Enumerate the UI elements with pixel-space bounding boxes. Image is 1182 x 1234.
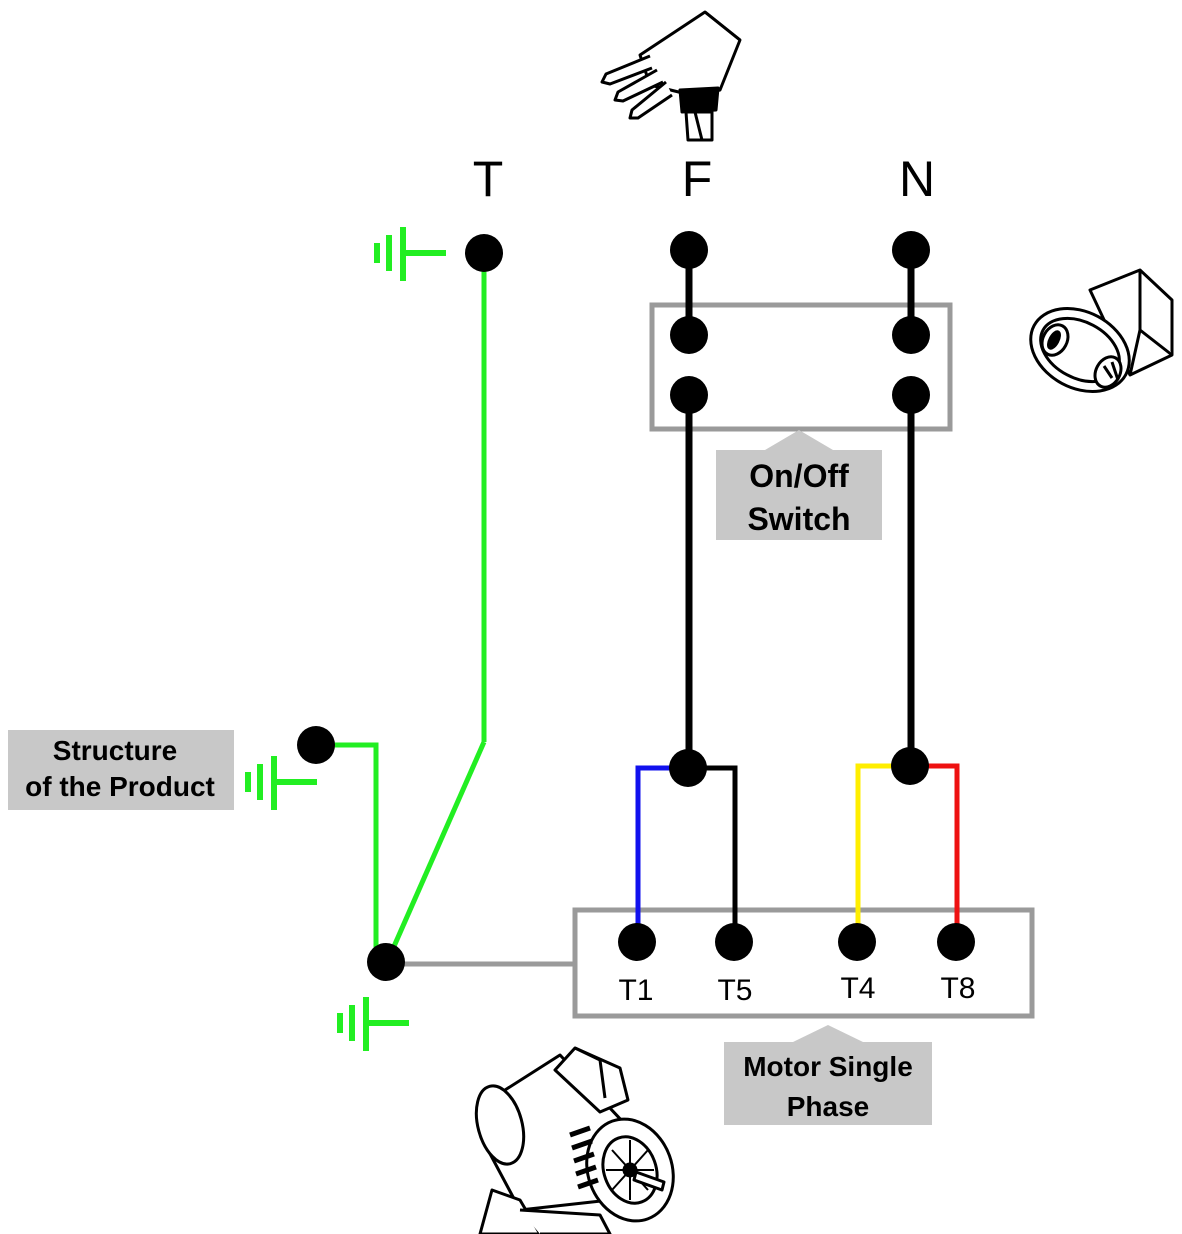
junction-n-dot	[891, 747, 929, 785]
structure-dot	[297, 726, 335, 764]
switch-box	[649, 302, 953, 432]
ground-symbol-icon	[337, 997, 409, 1051]
t5-wire	[688, 765, 738, 942]
structure-label-line1: Structure	[53, 735, 177, 766]
switch-n-out-dot	[892, 376, 930, 414]
switch-label-line1: On/Off	[749, 458, 849, 494]
terminal-dots	[297, 231, 975, 981]
switch-label-line2: Switch	[747, 501, 850, 537]
motor-callout	[724, 1025, 932, 1125]
motor-label-line1: Motor Single	[743, 1051, 913, 1082]
terminal-f-dot	[670, 231, 708, 269]
motor-terminal-t1-label: T1	[618, 974, 653, 1007]
ground-symbol-icon	[374, 227, 446, 281]
motor-t4-dot	[838, 923, 876, 961]
junction-f-dot	[669, 749, 707, 787]
motor-t5-dot	[715, 923, 753, 961]
terminal-t-label: T	[473, 151, 504, 207]
switch-n-in-dot	[892, 316, 930, 354]
earth-wires	[316, 253, 487, 962]
motor-terminal-t4-label: T4	[840, 972, 875, 1005]
terminal-n-label: N	[899, 151, 935, 207]
rocker-switch-icon	[1029, 268, 1174, 393]
terminal-n-dot	[892, 231, 930, 269]
terminal-t-dot	[465, 234, 503, 272]
motor-terminal-t5-label: T5	[717, 974, 752, 1007]
switch-f-in-dot	[670, 316, 708, 354]
t1-wire	[635, 765, 688, 942]
switch-f-out-dot	[670, 376, 708, 414]
t8-wire	[910, 763, 960, 942]
structure-callout	[8, 730, 234, 810]
motor-terminal-t8-label: T8	[940, 972, 975, 1005]
motor-t8-dot	[937, 923, 975, 961]
t4-wire	[855, 763, 910, 942]
motor-label-line2: Phase	[787, 1091, 870, 1122]
structure-label-line2: of the Product	[25, 771, 215, 802]
plug-icon	[600, 10, 742, 142]
motor-t1-dot	[618, 923, 656, 961]
electric-motor-icon	[474, 1046, 675, 1234]
earth-junction-dot	[367, 943, 405, 981]
ground-symbol-icon	[245, 756, 317, 810]
switch-callout	[716, 430, 882, 540]
terminal-f-label: F	[682, 151, 713, 207]
